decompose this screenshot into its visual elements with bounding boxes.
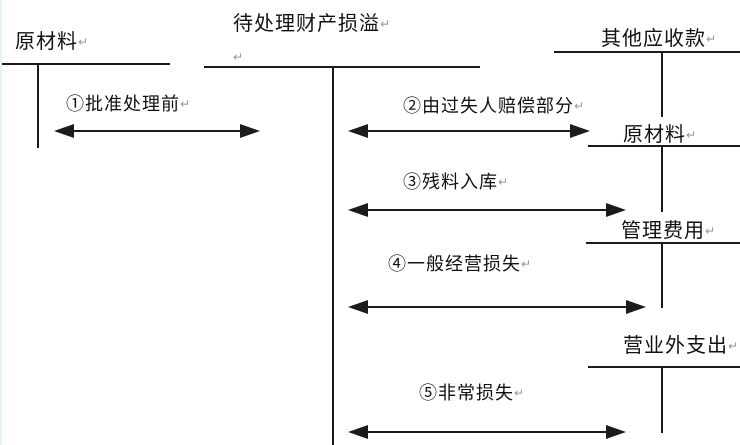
flow-label-2: ②由过失人赔偿部分↵ (403, 96, 584, 117)
taccount-center-divider (332, 66, 334, 445)
paragraph-mark-icon: ↵ (574, 99, 585, 113)
flow-label-5: ⑤非常损失↵ (419, 383, 524, 404)
flow-arrow-4 (348, 300, 646, 314)
paragraph-mark-icon: ↵ (380, 17, 391, 31)
flow-label-4: ④一般经营损失↵ (388, 254, 531, 275)
account-title-text: 待处理财产损溢 (233, 13, 380, 35)
arrow-shaft (354, 306, 640, 308)
account-title-pending-property: 待处理财产损溢↵ (233, 13, 390, 36)
taccount-raw-materials-right-divider (661, 145, 663, 212)
paragraph-mark-icon: ↵ (233, 50, 244, 64)
taccount-other-receivables-divider (661, 51, 663, 117)
account-title-text: 管理费用 (621, 220, 705, 242)
flow-label-text: ①批准处理前 (66, 94, 180, 114)
taccount-raw-materials-right-topline (588, 145, 740, 147)
account-title-raw-materials-right: 原材料↵ (623, 124, 696, 147)
paragraph-mark-icon: ↵ (686, 128, 697, 142)
taccount-other-receivables-topline (554, 51, 740, 53)
paragraph-mark-icon: ↵ (705, 224, 716, 238)
arrow-shaft (60, 130, 254, 132)
arrowhead-right-icon (570, 124, 590, 138)
arrowhead-right-icon (626, 300, 646, 314)
arrowhead-right-icon (606, 425, 626, 439)
flow-label-text: ③残料入库 (403, 172, 498, 192)
paragraph-mark-icon: ↵ (498, 175, 509, 189)
account-title-text: 营业外支出 (623, 335, 728, 357)
flow-label-1: ①批准处理前↵ (66, 94, 190, 115)
account-title-raw-materials-left: 原材料↵ (15, 31, 88, 54)
flow-label-text: ⑤非常损失 (419, 383, 514, 403)
taccount-nonoperating-divider (661, 366, 663, 433)
flow-label-3: ③残料入库↵ (403, 172, 508, 193)
paragraph-mark-icon: ↵ (180, 97, 191, 111)
paragraph-mark-icon: ↵ (514, 386, 525, 400)
paragraph-mark-icon: ↵ (728, 339, 739, 353)
account-title-text: 其他应收款 (601, 28, 706, 50)
account-title-text: 原材料 (15, 31, 78, 53)
account-title-other-receivables: 其他应收款↵ (601, 28, 716, 51)
account-title-nonoperating-expenses: 营业外支出↵ (623, 335, 738, 358)
flow-label-text: ④一般经营损失 (388, 254, 521, 274)
arrow-shaft (354, 130, 584, 132)
flow-label-text: ②由过失人赔偿部分 (403, 96, 574, 116)
flow-arrow-5 (348, 425, 626, 439)
paragraph-mark-icon: ↵ (521, 257, 532, 271)
taccount-admin-expenses-topline (586, 242, 740, 244)
arrowhead-right-icon (240, 124, 260, 138)
arrow-shaft (354, 209, 620, 211)
paragraph-mark-icon: ↵ (706, 32, 717, 46)
flow-arrow-3 (348, 203, 626, 217)
paragraph-mark-icon: ↵ (78, 35, 89, 49)
arrowhead-right-icon (606, 203, 626, 217)
taccount-center-topline (204, 66, 480, 68)
taccount-left-divider (37, 63, 39, 148)
taccount-admin-expenses-divider (661, 242, 663, 308)
account-title-admin-expenses: 管理费用↵ (621, 220, 715, 243)
taccount-left-topline (2, 63, 170, 65)
arrow-shaft (354, 431, 620, 433)
account-title-text: 原材料 (623, 124, 686, 146)
flow-arrow-1 (54, 124, 260, 138)
taccount-nonoperating-topline (588, 366, 740, 368)
flow-arrow-2 (348, 124, 590, 138)
